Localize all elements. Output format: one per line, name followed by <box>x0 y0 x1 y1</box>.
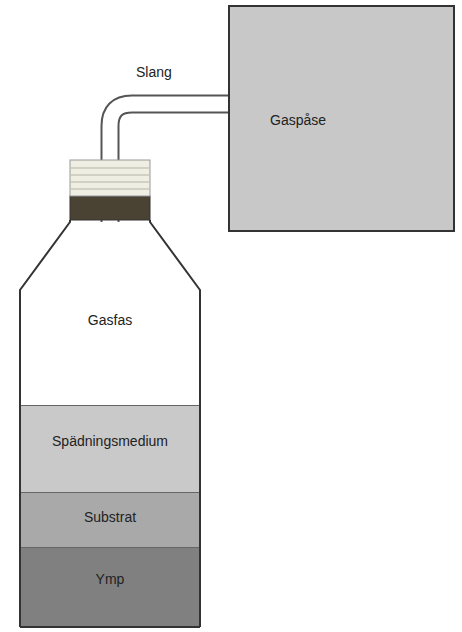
gas-bag-box: Gaspåse <box>228 5 455 232</box>
node-label: Gasfas <box>21 312 199 328</box>
bottle-shoulder <box>20 222 200 292</box>
bottle-neck-ring <box>70 196 150 220</box>
bottle-cap <box>70 160 150 196</box>
inoculum-band: Ymp <box>21 547 199 626</box>
hose-label: Slang <box>133 64 175 80</box>
dilution-medium-band: Spädningsmedium <box>21 405 199 492</box>
substrate-band: Substrat <box>21 492 199 547</box>
node-label: Substrat <box>21 509 199 525</box>
bottle-bottom <box>20 626 200 628</box>
node-label: Gaspåse <box>270 112 326 128</box>
cap-ridges <box>71 168 149 189</box>
gas-phase-band: Gasfas <box>21 290 199 405</box>
node-label: Spädningsmedium <box>21 433 199 449</box>
node-label: Ymp <box>21 571 199 587</box>
